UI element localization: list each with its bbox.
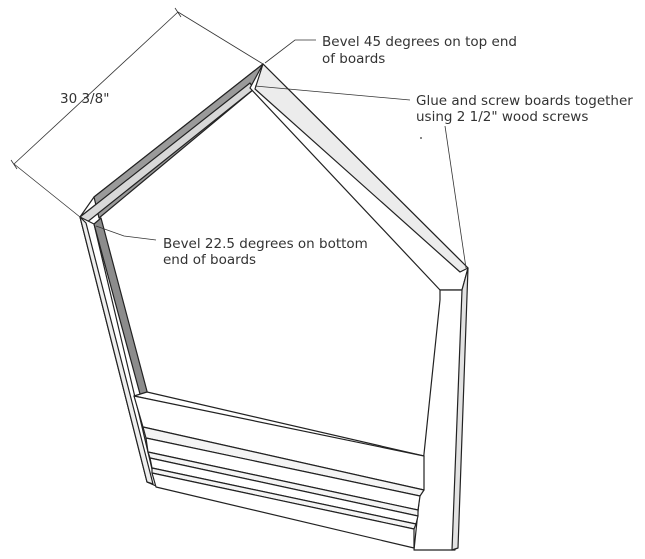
dimension-tick-top [174, 7, 182, 18]
dimension-extension-top [177, 11, 264, 65]
dimension-tick-bottom [10, 159, 18, 170]
right-roof-board [249, 63, 469, 291]
callout-bottom-bevel-line2: end of boards [163, 252, 256, 268]
callout-glue-screw-dot [420, 137, 422, 139]
callout-top-bevel: Bevel 45 degrees on top end of boards [264, 34, 517, 67]
callout-glue-screw-line1: Glue and screw boards together [416, 93, 633, 109]
callout-glue-screw-leader-1 [254, 85, 411, 101]
right-wall-board-side [451, 267, 469, 551]
callout-top-bevel-line1: Bevel 45 degrees on top end [322, 34, 517, 50]
callout-bottom-bevel-line1: Bevel 22.5 degrees on bottom [163, 236, 368, 252]
bottom-board-4-face [151, 472, 415, 549]
dimension-label: 30 3/8" [60, 91, 109, 107]
callout-glue-screw: Glue and screw boards together using 2 1… [254, 85, 633, 269]
callout-glue-screw-line2: using 2 1/2" wood screws [416, 109, 588, 125]
dimension-annotation: 30 3/8" [10, 7, 264, 218]
bottom-boards [133, 391, 425, 549]
right-roof-board-bevel-strip [254, 63, 469, 273]
callout-top-bevel-leader [264, 39, 316, 64]
callout-bottom-bevel-leader [95, 225, 157, 241]
left-roof-board [79, 63, 264, 224]
callout-bottom-bevel: Bevel 22.5 degrees on bottom end of boar… [95, 225, 368, 268]
dimension-extension-bottom [13, 163, 81, 218]
dimension-line [13, 11, 179, 165]
callout-top-bevel-line2: of boards [322, 51, 385, 67]
callout-glue-screw-leader-2 [444, 125, 467, 269]
right-wall-board [413, 267, 469, 551]
left-wall-board-front-edge [79, 216, 154, 485]
left-wall-board [79, 216, 157, 487]
